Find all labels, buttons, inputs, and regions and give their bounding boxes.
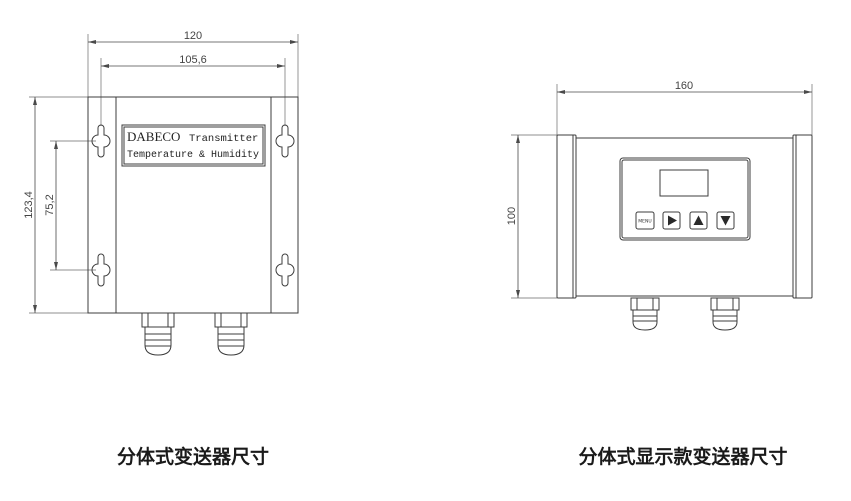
gland-seal — [632, 310, 658, 331]
enclosure-body — [575, 137, 794, 297]
down-arrow-icon — [720, 216, 731, 226]
gland-seal — [144, 327, 172, 356]
dimension-label: 100 — [506, 207, 518, 225]
dimension-mounting-height: 75,2 — [44, 140, 96, 271]
right-button — [662, 211, 681, 230]
cable-gland — [630, 297, 660, 331]
nameplate-inner-border — [123, 126, 264, 165]
gland-seal — [217, 327, 245, 356]
dimension-label: 123,4 — [23, 191, 35, 219]
mounting-slot — [275, 253, 295, 287]
nameplate-product: Transmitter — [189, 133, 258, 145]
dimension-overall-width: 160 — [556, 80, 813, 135]
dimension-overall-height: 100 — [506, 134, 557, 299]
mounting-slot — [91, 253, 111, 287]
dimension-overall-height: 123,4 — [23, 96, 88, 314]
menu-button-frame — [635, 211, 655, 230]
nameplate: DABECO Transmitter Temperature & Humidit… — [121, 124, 266, 167]
gland-nut — [214, 312, 248, 328]
dimension-label: 105,6 — [179, 54, 207, 66]
right-drawing: 160 100 MENU — [506, 80, 813, 468]
menu-button: MENU — [635, 211, 655, 230]
up-arrow-icon — [693, 215, 704, 225]
gland-nut — [710, 297, 740, 311]
transmitter-enclosure: DABECO Transmitter Temperature & Humidit… — [87, 96, 299, 314]
down-button — [716, 211, 735, 230]
lcd-screen — [659, 169, 709, 197]
display-panel: MENU — [619, 157, 751, 241]
nameplate-outer-border — [121, 124, 266, 167]
dimension-label: 75,2 — [44, 194, 56, 215]
gland-nut — [630, 297, 660, 311]
gland-seal — [712, 310, 738, 331]
left-drawing: 120 105,6 123,4 75,2 — [23, 30, 299, 468]
dimension-overall-width: 120 — [87, 30, 299, 97]
display-transmitter-enclosure: MENU — [556, 134, 813, 299]
dimension-label: 120 — [184, 30, 202, 42]
right-drawing-caption: 分体式显示款变送器尺寸 — [578, 445, 787, 468]
nameplate-subtitle: Temperature & Humidity — [127, 149, 259, 161]
mounting-plate-outline — [87, 96, 299, 314]
dimension-mounting-width: 105,6 — [100, 54, 286, 126]
display-panel-inner — [621, 159, 749, 239]
dimension-label: 160 — [675, 80, 693, 92]
mounting-slot — [91, 124, 111, 158]
nameplate-brand: DABECO — [127, 129, 180, 144]
gland-nut — [141, 312, 175, 328]
left-drawing-caption: 分体式变送器尺寸 — [117, 445, 269, 468]
right-arrow-icon — [668, 215, 677, 226]
display-panel-outer — [619, 157, 751, 241]
cable-gland — [710, 297, 740, 331]
up-button — [689, 211, 708, 230]
cable-gland — [214, 312, 248, 356]
mounting-slot — [275, 124, 295, 158]
menu-button-label: MENU — [638, 218, 651, 224]
cable-gland — [141, 312, 175, 356]
